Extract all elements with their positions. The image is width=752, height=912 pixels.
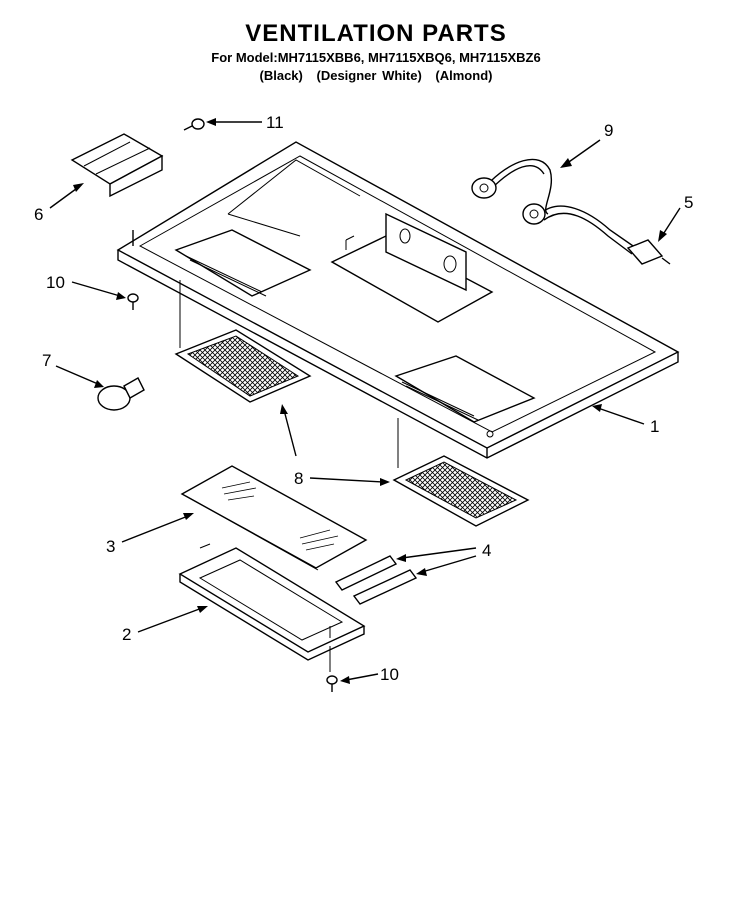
callout-10-lower: 10 <box>380 665 399 684</box>
callout-4: 4 <box>482 541 491 560</box>
filter-part-8-right <box>392 455 530 527</box>
model-list: For Model:MH7115XBB6, MH7115XBQ6, MH7115… <box>211 50 541 65</box>
color-almond: (Almond) <box>435 68 493 83</box>
lens-part-3 <box>180 465 368 571</box>
callout-8: 8 <box>294 469 303 488</box>
light-bulb-part-7 <box>97 377 145 411</box>
connector-part-5 <box>626 239 671 265</box>
callout-9: 9 <box>604 121 613 140</box>
callout-10-upper: 10 <box>46 273 65 292</box>
page-title: VENTILATION PARTS <box>245 20 507 47</box>
strips-part-4 <box>334 555 418 605</box>
callout-11: 11 <box>266 113 284 132</box>
screw-part-10-upper <box>127 293 139 310</box>
callout-2: 2 <box>122 625 131 644</box>
screw-part-11 <box>183 118 205 131</box>
bracket-part-6 <box>70 133 164 198</box>
callout-1: 1 <box>650 417 659 436</box>
leader-lines <box>49 118 681 684</box>
callout-7: 7 <box>42 351 51 370</box>
screw-part-10-lower <box>326 646 338 692</box>
vent-panel-part-1 <box>116 141 680 468</box>
callout-3: 3 <box>106 537 115 556</box>
callout-5: 5 <box>684 193 693 212</box>
lens-frame-part-2 <box>178 543 366 661</box>
callout-6: 6 <box>34 205 43 224</box>
color-black: (Black) <box>259 68 303 83</box>
color-list: (Black) (Designer White) (Almond) <box>0 68 752 83</box>
color-designer-white: (Designer White) <box>316 68 422 83</box>
wire-harness-part-9 <box>471 158 637 255</box>
callout-labels: 11 6 9 5 10 7 1 8 3 4 2 10 <box>34 113 693 684</box>
filter-part-8-left <box>174 329 312 403</box>
